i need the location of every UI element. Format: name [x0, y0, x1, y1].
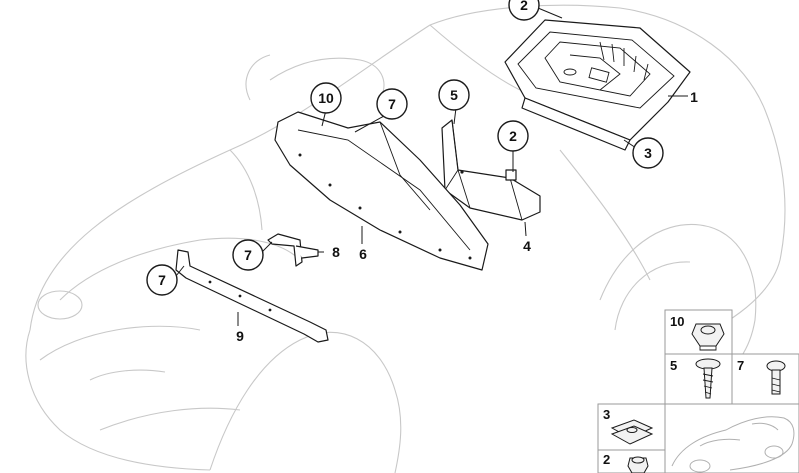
label-6: 6 [359, 246, 367, 262]
support-strip-part [175, 249, 329, 343]
callout-2-mid[interactable]: 2 [497, 120, 529, 152]
callout-10[interactable]: 10 [310, 82, 342, 114]
legend-item-3[interactable]: 3 [597, 403, 666, 451]
label-4: 4 [523, 238, 531, 254]
screw-icon [695, 358, 721, 399]
callout-7-a[interactable]: 7 [376, 88, 408, 120]
callout-3[interactable]: 3 [632, 137, 664, 169]
cover-panel-part [274, 111, 489, 271]
callout-2-top[interactable]: 2 [508, 0, 540, 21]
callout-label: 2 [509, 128, 517, 144]
trunk-tray-part [504, 19, 691, 151]
callout-5[interactable]: 5 [438, 79, 470, 111]
legend-item-5[interactable]: 5 [664, 353, 733, 405]
car-outline [25, 4, 786, 473]
cap-nut-icon [627, 456, 649, 473]
label-9: 9 [236, 328, 244, 344]
label-1: 1 [690, 89, 698, 105]
battery-bracket-part [441, 119, 541, 221]
callout-7-b[interactable]: 7 [232, 239, 264, 271]
nut-icon [691, 323, 725, 351]
legend-label: 10 [670, 314, 684, 329]
callout-label: 7 [244, 247, 252, 263]
legend-item-10[interactable]: 10 [664, 309, 733, 355]
legend-item-7[interactable]: 7 [731, 353, 799, 405]
clip-nut-icon [610, 419, 654, 445]
callout-label: 7 [158, 272, 166, 288]
legend-label: 2 [603, 452, 610, 467]
hardware-legend: 10 5 7 [597, 309, 799, 473]
callout-label: 7 [388, 96, 396, 112]
bolt-icon [766, 360, 786, 395]
legend-label: 3 [603, 407, 610, 422]
callout-label: 3 [644, 145, 652, 161]
callout-7-c[interactable]: 7 [146, 264, 178, 296]
label-8: 8 [332, 244, 340, 260]
small-bracket-part [267, 233, 319, 267]
legend-item-2[interactable]: 2 [597, 449, 666, 473]
callout-label: 10 [318, 90, 334, 106]
callout-label: 5 [450, 87, 458, 103]
callout-label: 2 [520, 0, 528, 13]
car-thumbnail [664, 403, 799, 473]
legend-label: 7 [737, 358, 744, 373]
legend-label: 5 [670, 358, 677, 373]
